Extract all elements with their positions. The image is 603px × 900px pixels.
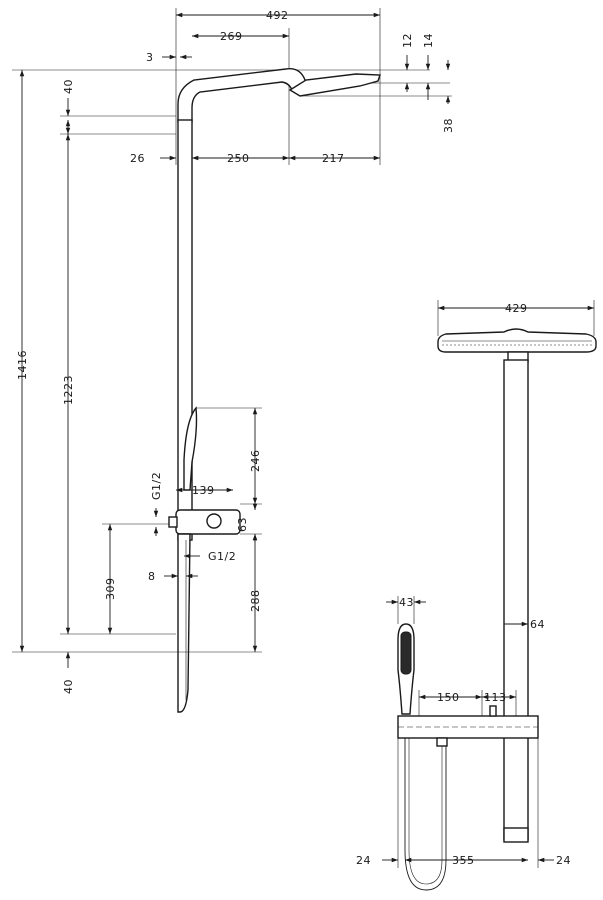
dim-43: 43 [399, 596, 414, 609]
dim-1416: 1416 [16, 350, 29, 380]
shower-arm [177, 68, 314, 123]
dim-139: 139 [192, 484, 215, 497]
side-view: 492 269 3 12 14 38 40 26 250 217 1416 [12, 8, 455, 713]
dim-14: 14 [422, 33, 435, 48]
shower-head-side [288, 73, 381, 97]
pipe-end-cap [503, 827, 529, 843]
spray-face [400, 631, 412, 675]
dim-269: 269 [220, 30, 243, 43]
thermostat-knob [206, 513, 222, 529]
hand-shower-side [183, 406, 198, 491]
dim-492: 492 [266, 9, 289, 22]
dim-63: 63 [236, 517, 249, 532]
dim-8: 8 [148, 570, 156, 583]
diverter-button [489, 705, 497, 717]
dim-g12-bottom: G1/2 [208, 550, 236, 563]
hose-connector [436, 737, 448, 747]
dim-1223: 1223 [62, 375, 75, 405]
dim-40-top: 40 [62, 79, 75, 94]
dim-12: 12 [401, 33, 414, 48]
riser-pipe-front [503, 359, 529, 841]
shower-hose [404, 738, 447, 891]
shower-head-front [437, 328, 597, 353]
dim-24-right: 24 [556, 854, 571, 867]
connection-stub [168, 516, 178, 528]
dim-429: 429 [505, 302, 528, 315]
dim-g12-top: G1/2 [150, 472, 163, 500]
dim-355: 355 [452, 854, 475, 867]
dim-246: 246 [249, 450, 262, 473]
dim-309: 309 [104, 578, 117, 601]
dim-150: 150 [437, 691, 460, 704]
dim-40-bottom: 40 [62, 679, 75, 694]
dim-38: 38 [442, 118, 455, 133]
dim-26: 26 [130, 152, 145, 165]
dim-113: 113 [484, 691, 507, 704]
dim-288: 288 [249, 590, 262, 613]
front-view: 429 64 43 150 11 [356, 300, 597, 891]
dim-64: 64 [530, 618, 545, 631]
lower-pipe [177, 533, 191, 713]
dim-3: 3 [146, 51, 154, 64]
dim-217: 217 [322, 152, 345, 165]
dim-24-left: 24 [356, 854, 371, 867]
dim-250: 250 [227, 152, 250, 165]
